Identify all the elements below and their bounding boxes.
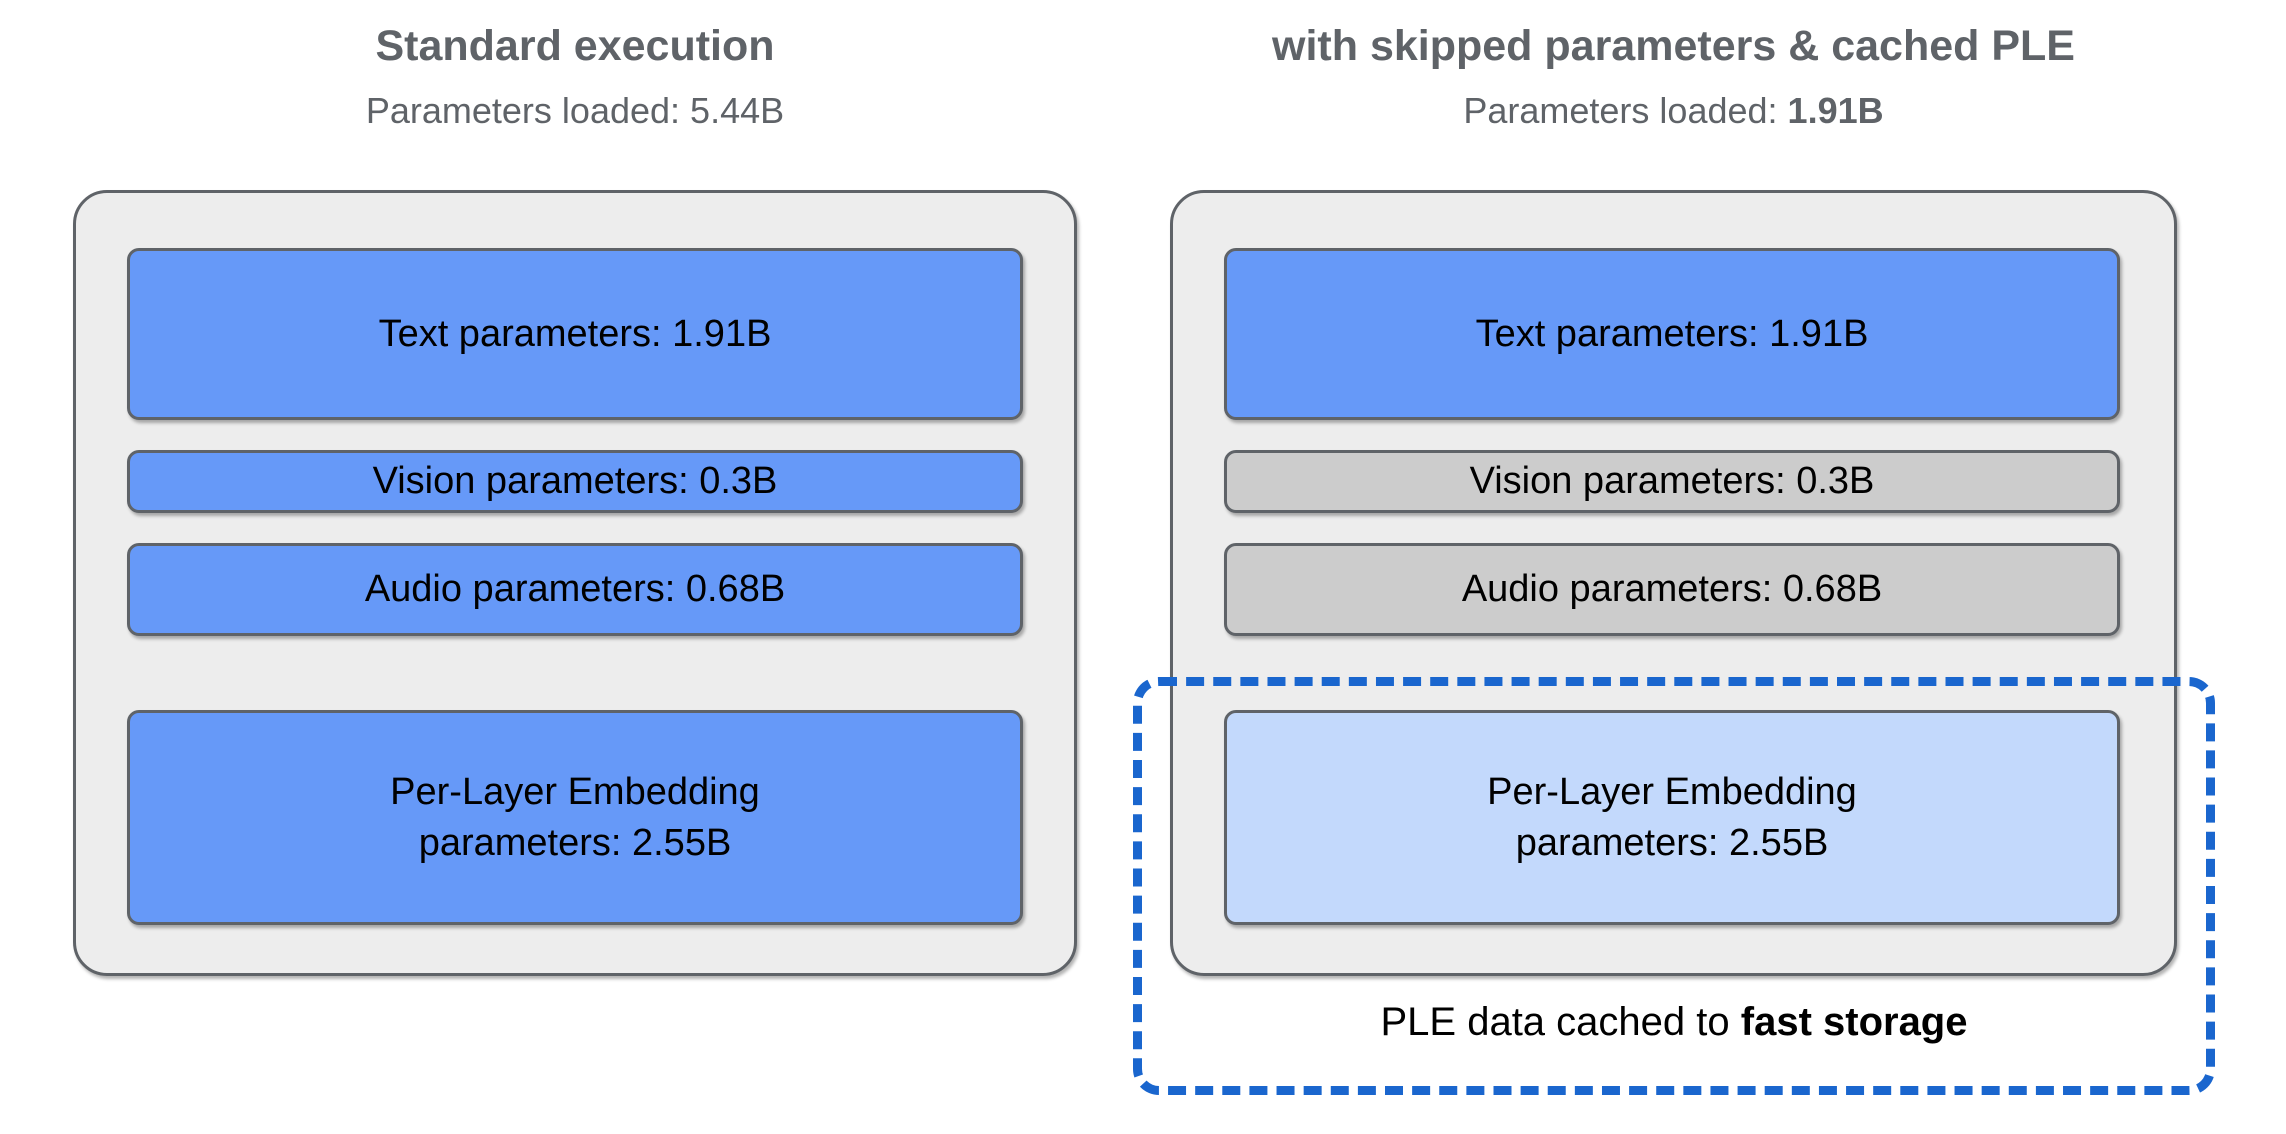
column-title-standard: Standard execution <box>375 22 775 70</box>
param-box-vision-standard: Vision parameters: 0.3B <box>127 450 1023 513</box>
param-box-audio-standard: Audio parameters: 0.68B <box>127 543 1023 636</box>
param-box-vision-standard-label: Vision parameters: 0.3B <box>372 460 778 503</box>
param-box-vision-optimized: Vision parameters: 0.3B <box>1224 450 2120 513</box>
param-box-text-standard-label: Text parameters: 1.91B <box>378 312 772 355</box>
column-subtitle-optimized: Parameters loaded: 1.91B <box>1170 89 2177 132</box>
parameters-loaded-label-standard: Parameters loaded: <box>365 90 691 132</box>
param-box-ple-standard-line2: parameters: 2.55B <box>418 821 732 864</box>
param-box-audio-standard-label: Audio parameters: 0.68B <box>364 568 786 611</box>
param-box-ple-standard-line1: Per-Layer Embedding <box>390 771 760 814</box>
column-title-optimized: with skipped parameters & cached PLE <box>1272 22 2075 70</box>
parameters-loaded-value-optimized: 1.91B <box>1787 90 1884 132</box>
param-box-audio-optimized: Audio parameters: 0.68B <box>1224 543 2120 636</box>
param-box-ple-optimized: Per-Layer Embedding parameters: 2.55B <box>1224 710 2120 925</box>
param-box-vision-optimized-label: Vision parameters: 0.3B <box>1469 460 1875 503</box>
cached-ple-caption-prefix: PLE data cached to <box>1380 1000 1741 1044</box>
column-heading-standard: Standard execution Parameters loaded: 5.… <box>73 22 1077 133</box>
cached-ple-caption: PLE data cached to fast storage <box>1133 1000 2215 1045</box>
param-box-audio-optimized-label: Audio parameters: 0.68B <box>1461 568 1883 611</box>
column-subtitle-standard: Parameters loaded: 5.44B <box>73 89 1077 132</box>
param-box-ple-standard-label: Per-Layer Embedding parameters: 2.55B <box>390 767 760 867</box>
param-box-ple-standard: Per-Layer Embedding parameters: 2.55B <box>127 710 1023 925</box>
cached-ple-caption-emphasis: fast storage <box>1740 1000 1968 1044</box>
param-box-ple-optimized-label: Per-Layer Embedding parameters: 2.55B <box>1487 767 1857 867</box>
param-box-text-standard: Text parameters: 1.91B <box>127 248 1023 420</box>
column-heading-optimized: with skipped parameters & cached PLE Par… <box>1170 22 2177 133</box>
param-box-ple-optimized-line1: Per-Layer Embedding <box>1487 771 1857 814</box>
param-box-text-optimized-label: Text parameters: 1.91B <box>1475 312 1869 355</box>
param-box-ple-optimized-line2: parameters: 2.55B <box>1515 821 1829 864</box>
parameters-loaded-label-optimized: Parameters loaded: <box>1463 90 1788 132</box>
parameters-loaded-value-standard: 5.44B <box>690 90 785 132</box>
param-box-text-optimized: Text parameters: 1.91B <box>1224 248 2120 420</box>
